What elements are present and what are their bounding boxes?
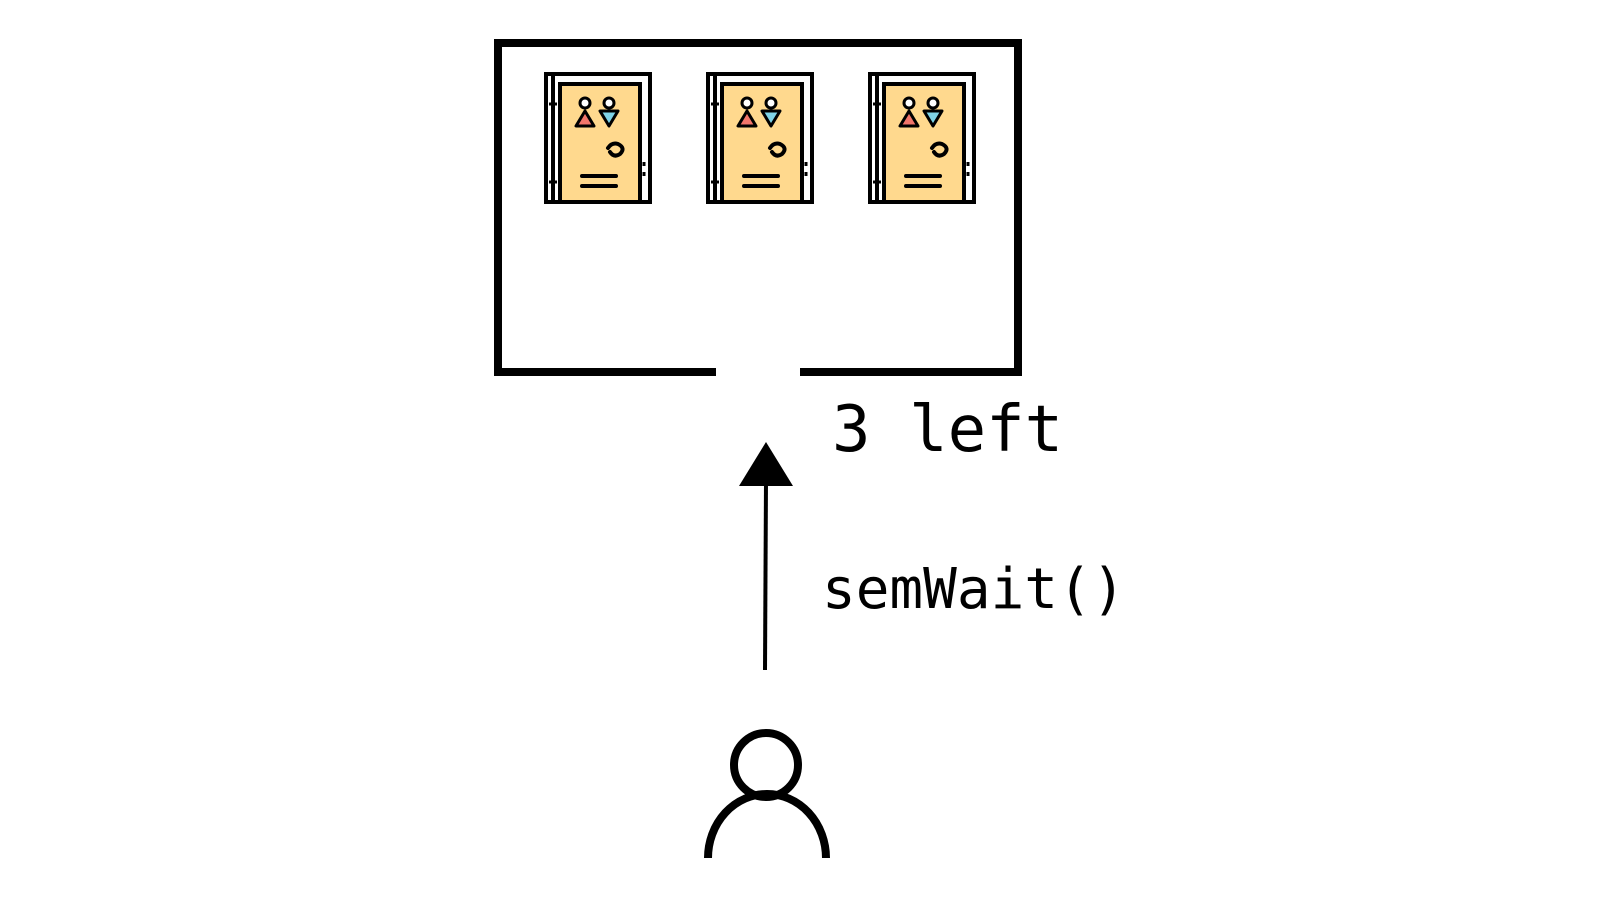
restroom-door-icon <box>544 72 652 204</box>
person-icon <box>704 729 830 859</box>
restroom-door-icon <box>706 72 814 204</box>
sem-wait-label: semWait() <box>822 557 1126 622</box>
remaining-count-label: 3 left <box>832 393 1064 467</box>
room-outline <box>494 39 1022 376</box>
entry-arrow <box>739 442 793 671</box>
restroom-door-icon <box>868 72 976 204</box>
